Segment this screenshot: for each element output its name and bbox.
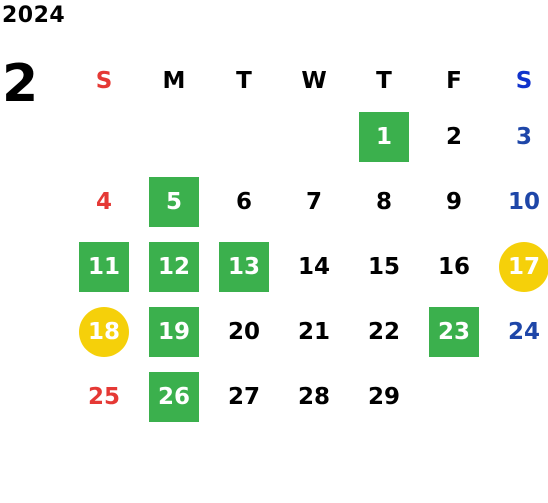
month-label: 2: [2, 54, 39, 114]
day-number: 6: [235, 188, 252, 215]
day-cell[interactable]: 5: [139, 169, 209, 234]
day-number: 2: [445, 123, 462, 150]
day-cell[interactable]: 26: [139, 364, 209, 429]
day-number: 22: [367, 318, 400, 345]
day-number: 8: [375, 188, 392, 215]
day-cell[interactable]: 9: [419, 169, 489, 234]
day-cell[interactable]: 4: [69, 169, 139, 234]
weekday-header: M: [162, 68, 186, 94]
day-number: 7: [305, 188, 322, 215]
day-cell[interactable]: 28: [279, 364, 349, 429]
day-number: 28: [297, 383, 330, 410]
day-cell[interactable]: 12: [139, 234, 209, 299]
day-number: 13: [219, 241, 269, 292]
day-cell[interactable]: 8: [349, 169, 419, 234]
day-cell[interactable]: 29: [349, 364, 419, 429]
day-number: 26: [149, 371, 199, 422]
day-cell[interactable]: 7: [279, 169, 349, 234]
day-number: 24: [507, 318, 540, 345]
weekday-header: T: [376, 68, 392, 94]
day-number: 4: [95, 188, 112, 215]
weekday-header: T: [236, 68, 252, 94]
day-number: 17: [499, 241, 548, 292]
day-cell[interactable]: 11: [69, 234, 139, 299]
day-number: 10: [507, 188, 540, 215]
weekday-header: W: [301, 68, 327, 94]
day-cell[interactable]: 3: [489, 104, 548, 169]
day-number: 29: [367, 383, 400, 410]
day-cell[interactable]: 15: [349, 234, 419, 299]
day-cell[interactable]: 25: [69, 364, 139, 429]
day-number: 3: [515, 123, 532, 150]
day-cell[interactable]: 14: [279, 234, 349, 299]
day-cell[interactable]: 13: [209, 234, 279, 299]
day-number: 21: [297, 318, 330, 345]
day-cell[interactable]: 6: [209, 169, 279, 234]
day-number: 12: [149, 241, 199, 292]
day-cell[interactable]: 24: [489, 299, 548, 364]
day-cell[interactable]: 23: [419, 299, 489, 364]
day-number: 9: [445, 188, 462, 215]
day-number: 23: [429, 306, 479, 357]
day-number: 25: [87, 383, 120, 410]
day-number: 11: [79, 241, 129, 292]
day-cell[interactable]: 16: [419, 234, 489, 299]
day-cell[interactable]: 19: [139, 299, 209, 364]
day-number: 14: [297, 253, 330, 280]
day-cell[interactable]: 1: [349, 104, 419, 169]
day-number: 27: [227, 383, 260, 410]
day-number: 15: [367, 253, 400, 280]
weekday-header: F: [446, 68, 462, 94]
day-number: 18: [79, 306, 129, 357]
day-cell[interactable]: 17: [489, 234, 548, 299]
day-cell[interactable]: 2: [419, 104, 489, 169]
weekday-header: S: [515, 68, 533, 94]
day-number: 1: [359, 111, 409, 162]
day-number: 20: [227, 318, 260, 345]
day-cell[interactable]: 18: [69, 299, 139, 364]
day-cell[interactable]: 20: [209, 299, 279, 364]
day-number: 16: [437, 253, 470, 280]
day-cell[interactable]: 21: [279, 299, 349, 364]
day-number: 19: [149, 306, 199, 357]
day-cell[interactable]: 27: [209, 364, 279, 429]
year-label: 2024: [2, 3, 66, 28]
day-cell[interactable]: 10: [489, 169, 548, 234]
day-number: 5: [149, 176, 199, 227]
weekday-header: S: [95, 68, 113, 94]
day-cell[interactable]: 22: [349, 299, 419, 364]
